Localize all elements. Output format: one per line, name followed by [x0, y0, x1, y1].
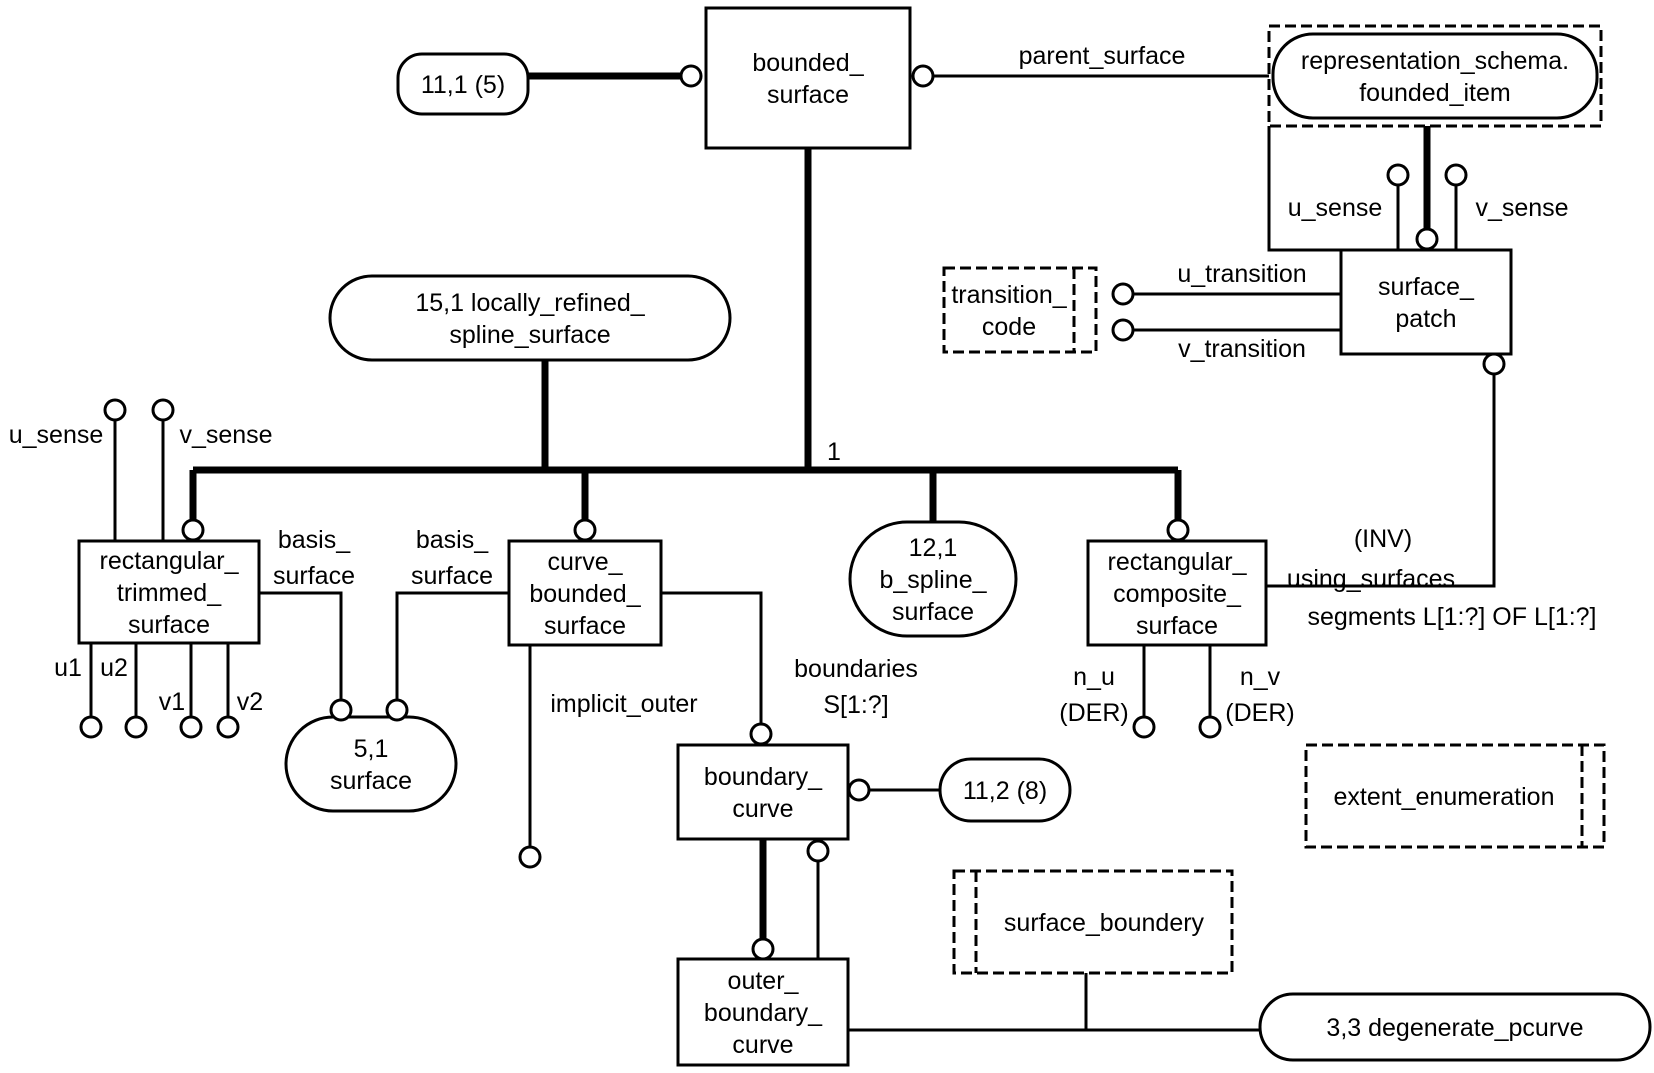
page-ref-label: 11,2 (8): [963, 777, 1047, 805]
page-ref-label: 3,3 degenerate_pcurve: [1326, 1014, 1583, 1042]
type-transition-code[interactable]: transition_code: [942, 266, 1098, 354]
schema-ref-label: representation_schema.founded_item: [1301, 47, 1569, 107]
entity-label: rectangular_trimmed_surface: [100, 547, 240, 639]
entity-label: rectangular_composite_surface: [1108, 548, 1248, 640]
attr-label-basis-surface-1: basis_surface: [273, 526, 355, 590]
attr-label-rts-v-sense: v_sense: [179, 421, 272, 449]
relationship-end-circle: [181, 518, 205, 542]
relationship-end-circle: [216, 715, 240, 739]
entity-rectangular-trimmed-surface[interactable]: rectangular_trimmed_surface: [77, 539, 261, 645]
relationship-end-circle: [679, 64, 703, 88]
type-label: transition_code: [951, 281, 1067, 341]
attr-label-parent-surface: parent_surface: [1019, 42, 1186, 70]
relationship-end-circle: [1444, 163, 1468, 187]
type-label: surface_boundery: [1004, 909, 1205, 937]
relationship-end-circle: [847, 778, 871, 802]
relationship-end-circle: [151, 398, 175, 422]
attr-label-v2: v2: [237, 688, 263, 716]
relationship-end-circle: [806, 839, 830, 863]
relationship-end-circle: [1415, 227, 1439, 251]
entity-outer-boundary-curve[interactable]: outer_boundary_curve: [676, 957, 850, 1067]
relationship-end-circle: [573, 518, 597, 542]
entity-rectangular-composite-surface[interactable]: rectangular_composite_surface: [1086, 539, 1268, 647]
attr-label-implicit-outer: implicit_outer: [550, 690, 697, 718]
relationship-end-circle: [1482, 352, 1506, 376]
attr-label-n-v: n_v(DER): [1225, 663, 1294, 727]
relationship-end-circle: [1386, 163, 1410, 187]
attr-label-basis-surface-2: basis_surface: [411, 526, 493, 590]
schema-ref-founded-item[interactable]: representation_schema.founded_item: [1267, 24, 1603, 128]
relationship-end-circle: [385, 698, 409, 722]
attr-using-surfaces: [1266, 374, 1496, 588]
page-ref-ref-11-2-8[interactable]: 11,2 (8): [938, 757, 1072, 823]
relationship-end-circle: [749, 722, 773, 746]
relationship-end-circle: [911, 64, 935, 88]
relationship-end-circle: [751, 937, 775, 961]
attr-label-one-of-marker: 1: [827, 438, 841, 466]
attr-label-v-transition: v_transition: [1178, 335, 1306, 363]
attr-basis-surface-1: [259, 591, 343, 700]
type-label: extent_enumeration: [1334, 783, 1555, 811]
entity-boundary-curve[interactable]: boundary_curve: [676, 743, 850, 841]
entity-label: surface_patch: [1378, 273, 1475, 333]
select-link-degenerate-pcurve: [816, 860, 1260, 1032]
attr-label-inv: (INV): [1354, 525, 1412, 553]
relationship-end-circle: [103, 398, 127, 422]
entity-label: curve_bounded_surface: [529, 548, 641, 640]
founded-item-side-link: [1267, 126, 1341, 252]
entity-bounded-surface[interactable]: bounded_surface: [704, 6, 912, 150]
attr-basis-surface-2: [395, 591, 509, 700]
type-extent-enumeration[interactable]: extent_enumeration: [1304, 743, 1606, 849]
relationship-end-circle: [1111, 282, 1135, 306]
attr-label-sp-u-sense: u_sense: [1288, 194, 1383, 222]
attr-label-sp-v-sense: v_sense: [1475, 194, 1568, 222]
relationship-end-circle: [1132, 715, 1156, 739]
entity-label: bounded_surface: [752, 49, 864, 109]
relationship-end-circle: [1198, 715, 1222, 739]
relationship-end-circle: [179, 715, 203, 739]
entity-curve-bounded-surface[interactable]: curve_bounded_surface: [507, 539, 663, 647]
page-ref-ref-11-1-5[interactable]: 11,1 (5): [396, 52, 530, 116]
page-ref-ref-15-1[interactable]: 15,1 locally_refined_spline_surface: [328, 274, 732, 362]
relationship-end-circle: [1166, 518, 1190, 542]
attr-label-u1: u1: [54, 654, 82, 682]
page-ref-label: 15,1 locally_refined_spline_surface: [415, 289, 645, 349]
relationship-end-circle: [79, 715, 103, 739]
entity-label: outer_boundary_curve: [704, 967, 823, 1059]
relationship-end-circle: [329, 698, 353, 722]
attr-label-u-transition: u_transition: [1177, 260, 1306, 288]
attr-label-using-surfaces: using_surfaces: [1287, 565, 1455, 593]
attr-label-n-u: n_u(DER): [1059, 663, 1128, 727]
page-ref-label: 11,1 (5): [421, 71, 505, 99]
entity-label: boundary_curve: [704, 763, 823, 823]
attr-label-u2: u2: [100, 654, 128, 682]
relationship-end-circle: [1111, 318, 1135, 342]
attr-label-rts-u-sense: u_sense: [9, 421, 104, 449]
type-surface-boundery[interactable]: surface_boundery: [952, 869, 1234, 975]
attr-boundaries: [661, 591, 763, 724]
relationship-end-circle: [124, 715, 148, 739]
entity-surface-patch[interactable]: surface_patch: [1339, 248, 1513, 356]
page-ref-ref-3-3[interactable]: 3,3 degenerate_pcurve: [1258, 992, 1652, 1062]
relationship-end-circle: [518, 845, 542, 869]
attr-label-segments: segments L[1:?] OF L[1:?]: [1307, 603, 1596, 631]
attr-label-v1: v1: [159, 688, 185, 716]
